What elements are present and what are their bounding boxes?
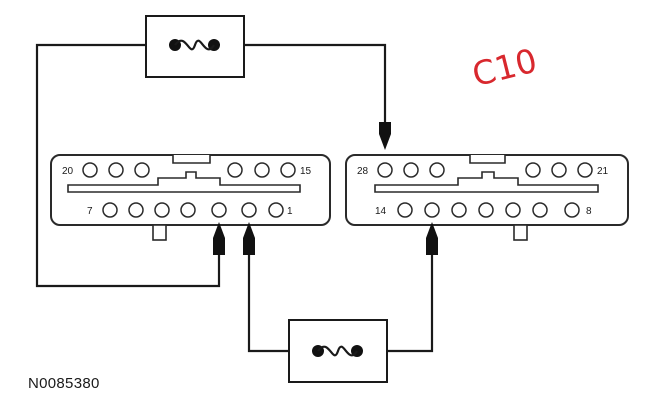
wire-top-jumper-left: [35, 43, 221, 288]
pin: [429, 162, 445, 178]
pin: [82, 162, 98, 178]
connector-left-label-bottom-left: 7: [87, 206, 93, 217]
pin: [397, 202, 413, 218]
pin: [154, 202, 170, 218]
pin: [134, 162, 150, 178]
connector-right-rib: [374, 171, 599, 193]
handwritten-note: C10: [468, 41, 541, 95]
probe-arrow-down-icon: [379, 122, 391, 150]
connector-right-label-top-right: 21: [597, 166, 609, 177]
probe-arrow-up-icon: [243, 222, 255, 255]
top-jumper-fuse: [145, 15, 245, 78]
pin: [403, 162, 419, 178]
connector-left: 20 15 7 1: [50, 154, 331, 241]
connector-right-bottom-pins: [397, 202, 580, 218]
pin: [377, 162, 393, 178]
connector-left-label-top-left: 20: [62, 166, 74, 177]
connector-left-top-pins: [82, 162, 296, 178]
pin: [241, 202, 257, 218]
pin: [505, 202, 521, 218]
connector-left-label-bottom-right: 1: [287, 206, 293, 217]
wire-top-jumper-right: [214, 43, 387, 135]
connector-left-latch: [152, 224, 167, 241]
pin: [551, 162, 567, 178]
connector-right-latch: [513, 224, 528, 241]
connector-right-label-top-left: 28: [357, 166, 369, 177]
pin: [532, 202, 548, 218]
pin: [478, 202, 494, 218]
connector-left-rib: [67, 171, 301, 193]
connector-left-bottom-pins: [102, 202, 284, 218]
probe-arrow-up-icon: [213, 222, 225, 255]
pin: [280, 162, 296, 178]
connector-left-label-top-right: 15: [300, 166, 312, 177]
connector-right-key: [469, 155, 506, 164]
pin: [451, 202, 467, 218]
connector-right-label-bottom-left: 14: [375, 206, 387, 217]
pin: [102, 202, 118, 218]
pin: [577, 162, 593, 178]
pin: [254, 162, 270, 178]
bottom-fuse-element: [317, 345, 358, 357]
bottom-fuse-box: [288, 319, 388, 383]
pin: [564, 202, 580, 218]
connector-right-top-pins: [377, 162, 593, 178]
connector-left-key: [172, 155, 211, 164]
pin: [268, 202, 284, 218]
top-fuse-element: [174, 39, 215, 51]
pin: [180, 202, 196, 218]
pin: [227, 162, 243, 178]
bottom-jumper-fuse: [288, 319, 388, 383]
connector-right: 28 21 14 8: [345, 154, 629, 241]
pin: [108, 162, 124, 178]
pin: [424, 202, 440, 218]
pin: [525, 162, 541, 178]
pin: [211, 202, 227, 218]
figure-id: N0085380: [28, 375, 100, 392]
pin: [128, 202, 144, 218]
probe-arrow-up-icon: [426, 222, 438, 255]
connector-right-label-bottom-right: 8: [586, 206, 592, 217]
